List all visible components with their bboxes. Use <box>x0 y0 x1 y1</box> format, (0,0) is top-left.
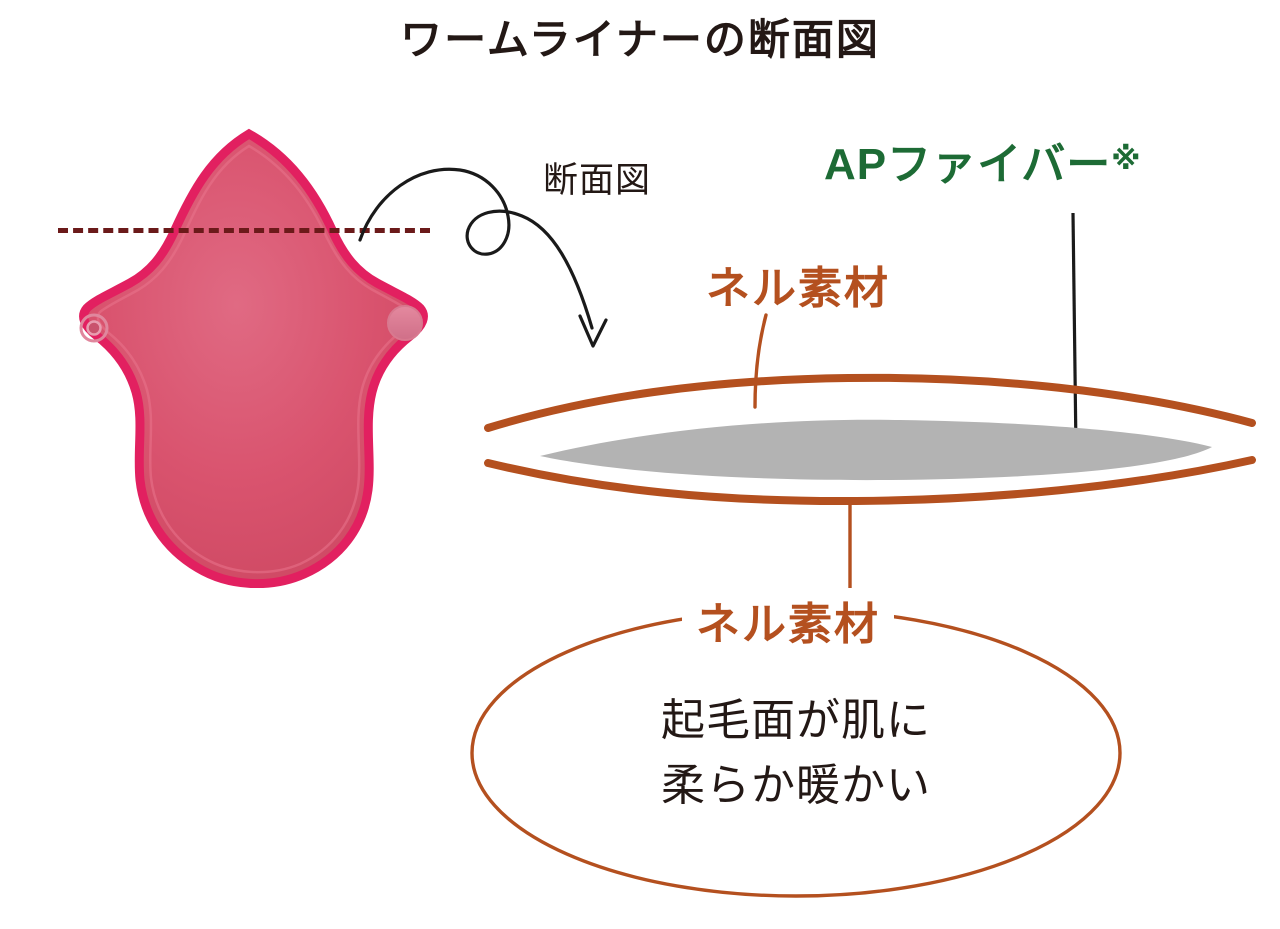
bottom-nel-layer-curve <box>484 456 1256 506</box>
looping-arrow-icon <box>358 167 608 348</box>
left-snap-icon <box>79 313 109 343</box>
ap-fiber-leader-line <box>1071 212 1078 451</box>
callout-text: 起毛面が肌に 柔らか暖かい <box>466 688 1126 818</box>
ap-fiber-core <box>540 419 1212 481</box>
page-title: ワームライナーの断面図 <box>400 16 880 63</box>
cross-section-drawing <box>484 212 1256 607</box>
nel-material-label-bottom: ネル素材 <box>682 588 894 652</box>
nel-material-label-top: ネル素材 <box>706 264 890 313</box>
right-snap-icon <box>387 305 423 341</box>
nel-top-leader-line <box>753 313 768 409</box>
ap-fiber-label: APファイバー※ <box>824 128 1141 192</box>
footnote-mark: ※ <box>1111 143 1142 176</box>
callout-line-1: 起毛面が肌に <box>661 696 931 745</box>
cut-line <box>58 228 430 233</box>
cloth-liner-pad-image <box>79 128 428 588</box>
cross-section-arrow-label: 断面図 <box>543 161 652 200</box>
ap-fiber-label-text: APファイバー <box>824 140 1112 189</box>
callout-line-2: 柔らか暖かい <box>661 761 931 811</box>
top-nel-layer-curve <box>484 373 1256 432</box>
